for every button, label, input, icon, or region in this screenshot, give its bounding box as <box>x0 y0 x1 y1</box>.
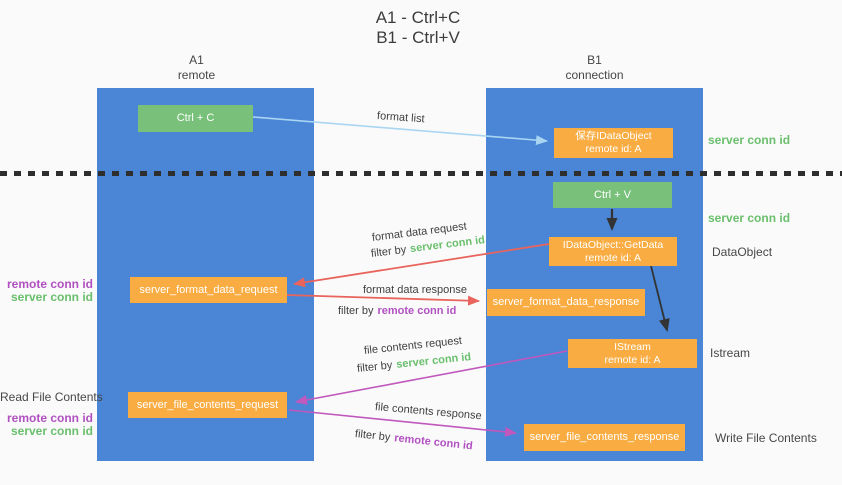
box-server-file-contents-response-label: server_file_contents_response <box>529 431 680 443</box>
box-istream-line1: IStream <box>614 340 651 353</box>
diagram-title: A1 - Ctrl+C B1 - Ctrl+V <box>318 8 518 48</box>
right-write-file-contents-label: Write File Contents <box>715 431 817 445</box>
box-save-idataobject-line2: remote id: A <box>585 143 642 155</box>
right-server-conn-id-bottom: server conn id <box>708 211 791 225</box>
lane-b1-name: B1 <box>587 53 602 67</box>
box-server-format-data-response-label: server_format_data_response <box>492 296 640 308</box>
box-server-format-data-request-label: server_format_data_request <box>139 283 278 296</box>
left-conn-id-stack-format: remote conn id server conn id <box>0 278 93 304</box>
left-conn-id-stack-file: remote conn id server conn id <box>0 412 93 438</box>
box-save-idataobject-line1: 保存IDataObject <box>575 130 652 142</box>
left-read-file-contents-label: Read File Contents <box>0 390 103 404</box>
right-dataobject-label: DataObject <box>712 245 773 259</box>
server-conn-id-text: server conn id <box>395 351 472 371</box>
label-format-data-response: format data response <box>363 284 467 296</box>
left-remote-conn-id-format: remote conn id <box>6 277 93 291</box>
box-save-idataobject: 保存IDataObject remote id: A <box>554 128 673 158</box>
box-server-file-contents-response: server_file_contents_response <box>524 424 685 451</box>
remote-conn-id-text: remote conn id <box>393 432 474 453</box>
title-line-2: B1 - Ctrl+V <box>376 28 460 47</box>
box-server-format-data-response: server_format_data_response <box>487 289 645 316</box>
box-ctrl-c-label: Ctrl + C <box>176 112 215 124</box>
left-server-conn-id-file: server conn id <box>10 424 93 438</box>
box-server-format-data-request: server_format_data_request <box>130 277 287 303</box>
box-idataobject-getdata-line1: IDataObject::GetData <box>562 238 664 251</box>
filter-by-text: filter by <box>354 428 391 444</box>
box-ctrl-c: Ctrl + C <box>138 105 253 132</box>
filter-by-text: filter by <box>356 359 393 375</box>
left-server-conn-id-format: server conn id <box>10 290 93 304</box>
right-istream-label: Istream <box>710 346 751 360</box>
lane-a1-subtitle: remote <box>177 68 216 82</box>
right-server-conn-id-top: server conn id <box>708 133 791 147</box>
lane-header-a1: A1 remote <box>88 53 305 83</box>
remote-conn-id-text: remote conn id <box>377 305 457 317</box>
filter-by-text: filter by <box>370 243 407 260</box>
filter-by-text: filter by <box>338 305 374 317</box>
box-server-file-contents-request: server_file_contents_request <box>128 392 287 418</box>
box-idataobject-getdata-line2: remote id: A <box>584 251 642 264</box>
lane-a1-name: A1 <box>189 53 204 67</box>
lane-b1-subtitle: connection <box>565 68 624 82</box>
title-line-1: A1 - Ctrl+C <box>375 8 461 27</box>
box-ctrl-v: Ctrl + V <box>553 182 672 208</box>
lane-header-b1: B1 connection <box>486 53 703 83</box>
left-read-file-contents-wrap: Read File Contents <box>0 390 103 404</box>
label-format-list: format list <box>376 110 425 126</box>
box-ctrl-v-label: Ctrl + V <box>594 188 631 201</box>
box-istream-line2: remote id: A <box>604 353 661 366</box>
left-remote-conn-id-file: remote conn id <box>6 411 93 425</box>
box-server-file-contents-request-label: server_file_contents_request <box>136 398 279 411</box>
box-istream: IStream remote id: A <box>568 339 697 368</box>
label-file-contents-response: file contents response <box>374 401 483 423</box>
box-idataobject-getdata: IDataObject::GetData remote id: A <box>549 237 677 266</box>
